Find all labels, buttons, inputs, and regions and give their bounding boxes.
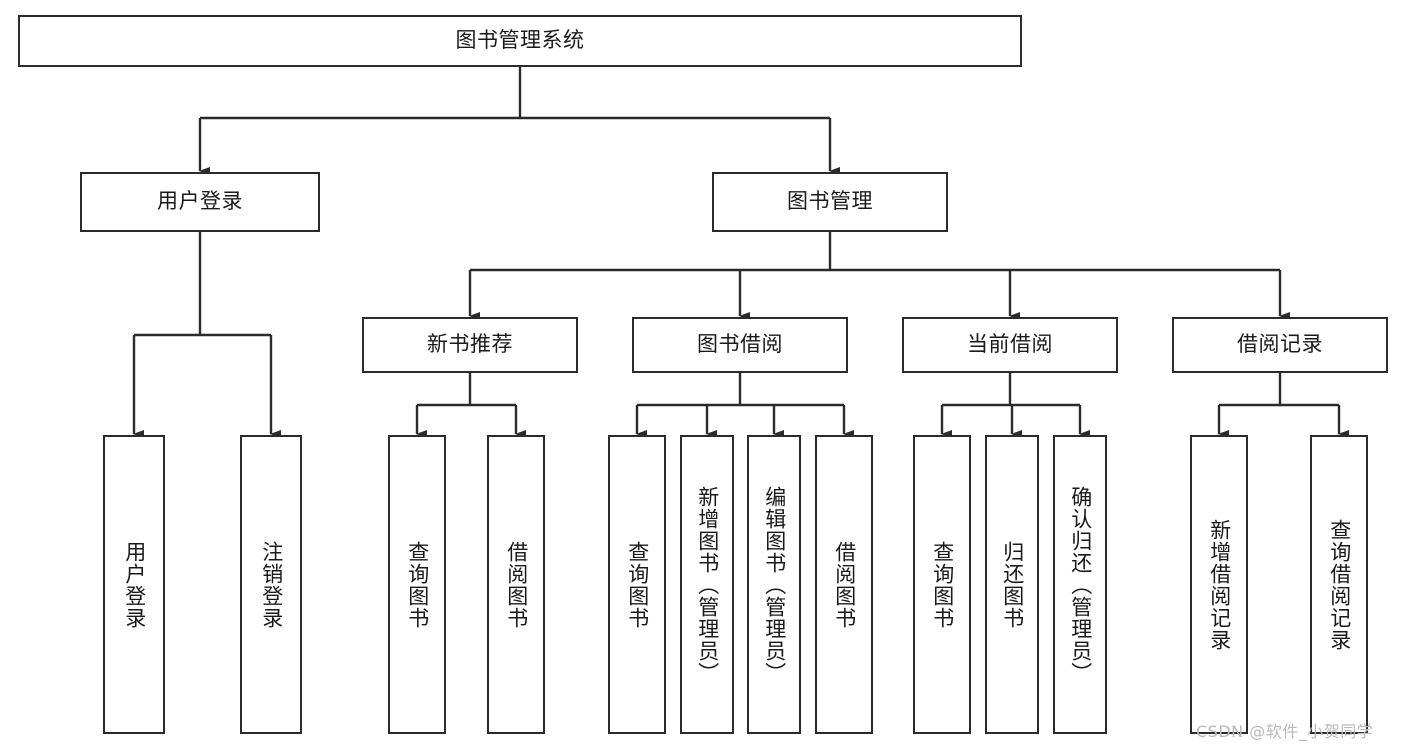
node-label: 用户登录: [157, 189, 243, 214]
node-label: 编辑图书（管理员）: [762, 485, 787, 684]
node-label: 确认归还（管理员）: [1068, 485, 1093, 684]
node-查询图书-leaf-0-0[interactable]: 查询图书: [388, 435, 446, 734]
node-新增借阅记录-leaf-3-0[interactable]: 新增借阅记录: [1190, 435, 1248, 734]
node-归还图书-leaf-2-1[interactable]: 归还图书: [985, 435, 1039, 734]
node-借阅图书-leaf-0-1[interactable]: 借阅图书: [487, 435, 545, 734]
node-label: 归还图书: [1000, 540, 1025, 629]
node-编辑图书管理员-leaf-1-2[interactable]: 编辑图书（管理员）: [747, 435, 801, 734]
node-查询图书-leaf-1-0[interactable]: 查询图书: [608, 435, 666, 734]
node-图书管理-l2-1[interactable]: 图书管理: [712, 172, 948, 232]
node-查询借阅记录-leaf-3-1[interactable]: 查询借阅记录: [1310, 435, 1368, 734]
node-用户登录-leaf-u0[interactable]: 用户登录: [103, 435, 165, 734]
node-用户登录-l2-0[interactable]: 用户登录: [80, 172, 320, 232]
node-label: 新书推荐: [427, 332, 513, 357]
node-当前借阅-l3-2[interactable]: 当前借阅: [902, 317, 1118, 373]
node-注销登录-leaf-u1[interactable]: 注销登录: [240, 435, 302, 734]
node-label: 借阅记录: [1237, 332, 1323, 357]
node-label: 查询图书: [625, 540, 650, 629]
node-label: 借阅图书: [832, 540, 857, 629]
node-label: 用户登录: [122, 540, 147, 629]
node-label: 查询借阅记录: [1327, 518, 1352, 651]
node-label: 借阅图书: [504, 540, 529, 629]
node-label: 新增图书（管理员）: [695, 485, 720, 684]
node-label: 图书借阅: [697, 332, 783, 357]
node-label: 图书管理系统: [455, 28, 585, 53]
node-label: 当前借阅: [967, 332, 1053, 357]
node-新增图书管理员-leaf-1-1[interactable]: 新增图书（管理员）: [680, 435, 734, 734]
node-label: 图书管理: [787, 189, 873, 214]
node-查询图书-leaf-2-0[interactable]: 查询图书: [913, 435, 971, 734]
node-label: 新增借阅记录: [1207, 518, 1232, 651]
node-label: 注销登录: [259, 540, 284, 629]
node-label: 查询图书: [405, 540, 430, 629]
node-图书管理系统-root[interactable]: 图书管理系统: [18, 15, 1022, 67]
node-确认归还管理员-leaf-2-2[interactable]: 确认归还（管理员）: [1053, 435, 1107, 734]
node-新书推荐-l3-0[interactable]: 新书推荐: [362, 317, 578, 373]
node-借阅图书-leaf-1-3[interactable]: 借阅图书: [815, 435, 873, 734]
node-图书借阅-l3-1[interactable]: 图书借阅: [632, 317, 848, 373]
node-label: 查询图书: [930, 540, 955, 629]
node-借阅记录-l3-3[interactable]: 借阅记录: [1172, 317, 1388, 373]
